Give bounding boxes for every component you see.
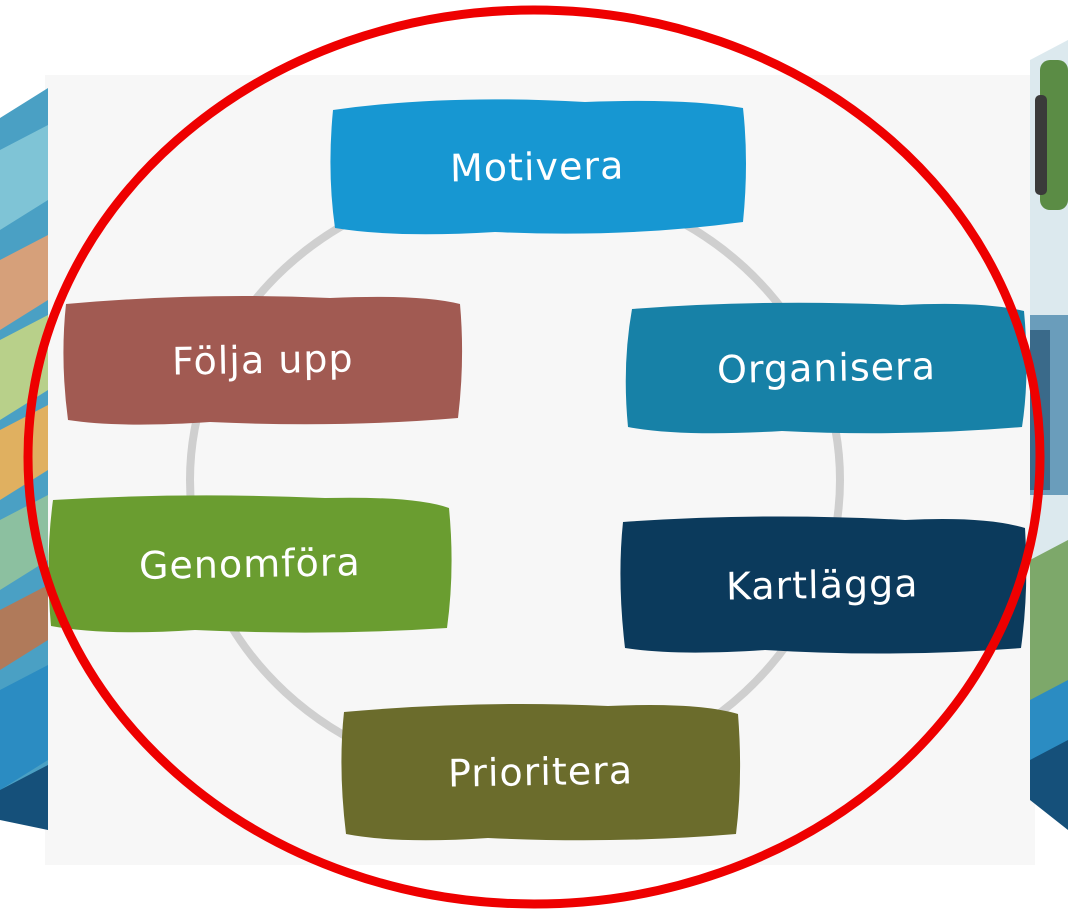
step-kartlagga-label: Kartlägga xyxy=(725,561,920,609)
step-folja-upp: Följa upp xyxy=(60,290,465,430)
step-organisera-label: Organisera xyxy=(716,343,936,392)
step-folja-upp-label: Följa upp xyxy=(171,336,354,384)
step-prioritera: Prioritera xyxy=(338,698,743,845)
step-genomfora: Genomföra xyxy=(45,490,455,638)
left-illustration xyxy=(0,88,48,830)
step-organisera: Organisera xyxy=(622,295,1030,440)
step-motivera: Motivera xyxy=(325,92,750,242)
step-kartlagga: Kartlägga xyxy=(615,510,1030,660)
step-genomfora-label: Genomföra xyxy=(138,540,362,588)
right-illustration xyxy=(1030,40,1068,830)
step-motivera-label: Motivera xyxy=(449,143,626,191)
step-prioritera-label: Prioritera xyxy=(447,747,634,796)
